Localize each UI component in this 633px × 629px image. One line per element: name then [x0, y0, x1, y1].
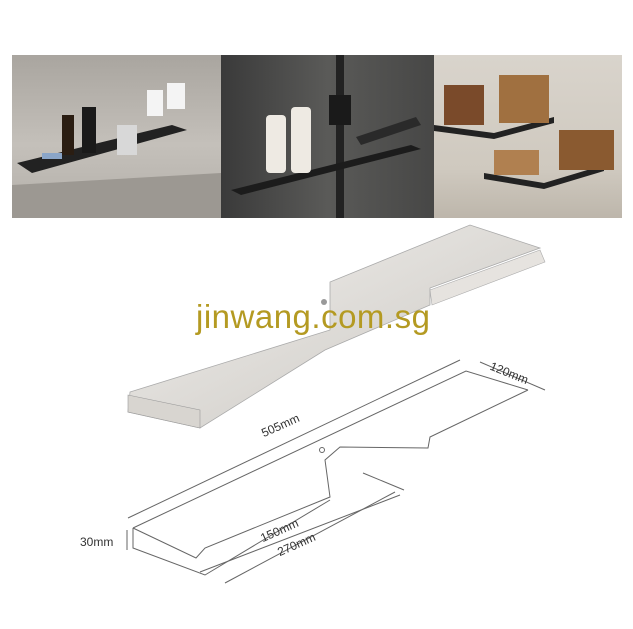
line-drawing [126, 359, 546, 584]
dimension-height-label: 30mm [80, 535, 114, 549]
bathroom-scene [12, 83, 221, 218]
watermark: jinwang.com.sg [196, 298, 431, 335]
kitchen-scene [434, 75, 614, 189]
photo-shower-shelf [221, 55, 434, 218]
shower-scene [231, 55, 421, 218]
photo-bathroom-sink-shelf [12, 55, 221, 218]
shelf-render [127, 224, 546, 429]
photo-kitchen-corner-shelf [434, 55, 622, 218]
